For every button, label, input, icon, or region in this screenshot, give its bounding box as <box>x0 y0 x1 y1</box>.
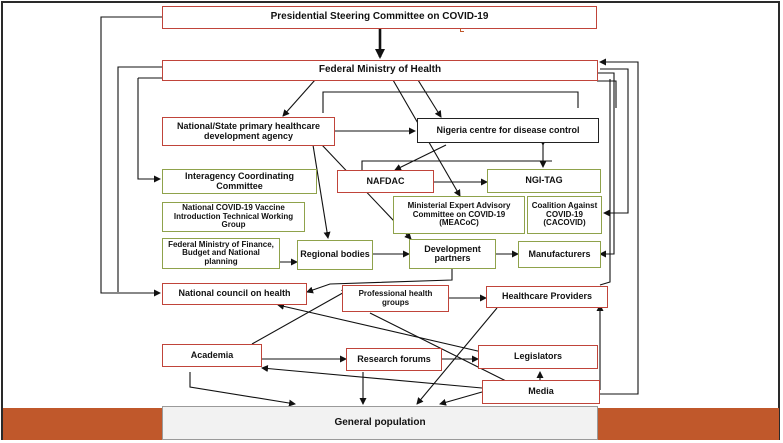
node-meacoc: Ministerial Expert Advisory Committee on… <box>393 196 525 234</box>
node-icc: Interagency Coordinating Committee <box>162 169 317 194</box>
edge-academia-population <box>189 372 296 407</box>
edge-academia-prof <box>251 289 349 345</box>
edge-media-fmoh <box>599 58 639 395</box>
edge-devpartners-ncoh <box>306 268 453 294</box>
node-development-partners: Development partners <box>409 239 496 269</box>
node-national-council: National council on health <box>162 283 307 305</box>
edge-providers-population <box>416 307 498 405</box>
node-cacovid: Coalition Against COVID-19 (CACOVID) <box>527 196 602 234</box>
node-legislators: Legislators <box>478 345 598 369</box>
node-fmoh: Federal Ministry of Health <box>162 60 598 81</box>
node-media: Media <box>482 380 600 404</box>
node-steering-committee: Presidential Steering Committee on COVID… <box>162 6 597 29</box>
node-nafdac: NAFDAC <box>337 170 434 193</box>
corner-mark <box>460 28 464 32</box>
node-ncdc: Nigeria centre for disease control <box>417 118 599 143</box>
node-academia: Academia <box>162 344 262 367</box>
node-regional-bodies: Regional bodies <box>297 240 373 270</box>
node-manufacturers: Manufacturers <box>518 241 601 268</box>
edge-bracket <box>322 91 579 113</box>
edge-media-academia <box>261 365 483 389</box>
node-fmof: Federal Ministry of Finance, Budget and … <box>162 238 280 269</box>
node-professional-groups: Professional health groups <box>342 285 449 312</box>
edge-right-loop <box>597 80 617 108</box>
edge-legislators-ncoh <box>277 302 483 353</box>
node-nphcda: National/State primary healthcare develo… <box>162 117 335 146</box>
edge-fmoh-ncdc <box>411 73 442 118</box>
edge-fmoh-right <box>600 68 629 217</box>
edge-fmoh-nphcda <box>282 73 322 117</box>
node-healthcare-providers: Healthcare Providers <box>486 286 608 308</box>
edge-steering-ncoh <box>100 16 162 297</box>
edge-fmoh-manufacturers <box>597 72 615 258</box>
node-ngitag: NGI-TAG <box>487 169 601 193</box>
edge-media-population <box>439 391 483 406</box>
node-general-population: General population <box>162 406 598 440</box>
edge-loop-icc <box>137 78 161 183</box>
edge-right-long <box>599 79 611 286</box>
edge-fmoh-left-loop <box>117 66 162 292</box>
node-research-forums: Research forums <box>346 348 442 371</box>
node-vaccine-twg: National COVID-19 Vaccine Introduction T… <box>162 202 305 232</box>
